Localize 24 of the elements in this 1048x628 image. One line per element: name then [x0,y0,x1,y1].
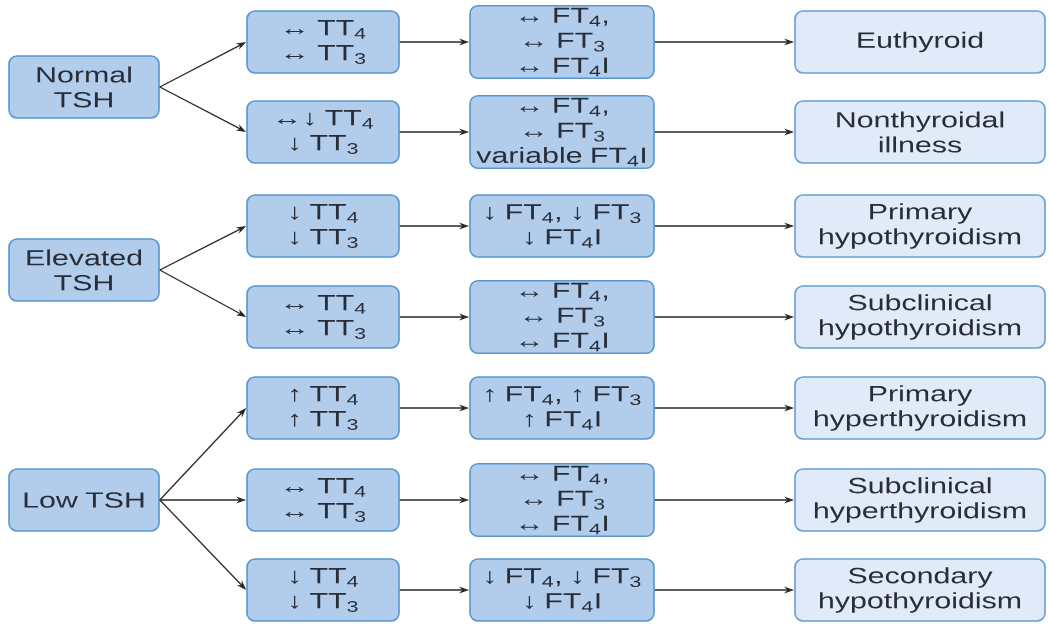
level-box: ↔ TT$_{4}$ ↔ TT$_{3}$ [246,468,400,532]
diagnosis-box: Nonthyroidal illness [794,100,1046,164]
level-box: ↔ TT$_{4}$ ↔ TT$_{3}$ [246,10,400,74]
level-box: ↔ FT$_{4}$, ↔ FT$_{3}$ ↔ FT$_{4}$I [469,279,655,355]
level-box: ↓ TT$_{4}$ ↓ TT$_{3}$ [246,194,400,258]
tsh-box: Low TSH [8,468,160,532]
level-box: ↔ FT$_{4}$, ↔ FT$_{3}$ ↔ FT$_{4}$I [469,462,655,538]
tsh-box: Elevated TSH [8,238,160,302]
level-box: ↑ FT$_{4}$, ↑ FT$_{3}$ ↑ FT$_{4}$I [469,376,655,440]
diagnosis-box: Primary hyperthyroidism [794,376,1046,440]
level-box: ↔ FT$_{4}$, ↔ FT$_{3}$ ↔ FT$_{4}$I [469,4,655,80]
level-box: ↓ TT$_{4}$ ↓ TT$_{3}$ [246,558,400,622]
diagnosis-box: Subclinical hyperthyroidism [794,468,1046,532]
tsh-box: Normal TSH [8,55,160,119]
level-box: ↔ TT$_{4}$ ↔ TT$_{3}$ [246,285,400,349]
level-box: ↓ FT$_{4}$, ↓ FT$_{3}$ ↓ FT$_{4}$I [469,194,655,258]
level-box: ↑ TT$_{4}$ ↑ TT$_{3}$ [246,376,400,440]
level-box: ↔ FT$_{4}$, ↔ FT$_{3}$ variable FT$_{4}$I [469,94,655,170]
level-box: ↔↓ TT$_{4}$ ↓ TT$_{3}$ [246,100,400,164]
level-box: ↓ FT$_{4}$, ↓ FT$_{3}$ ↓ FT$_{4}$I [469,558,655,622]
diagnosis-box: Primary hypothyroidism [794,194,1046,258]
diagnosis-box: Secondary hypothyroidism [794,558,1046,622]
diagnosis-box: Euthyroid [794,10,1046,74]
diagnosis-box: Subclinical hypothyroidism [794,285,1046,349]
